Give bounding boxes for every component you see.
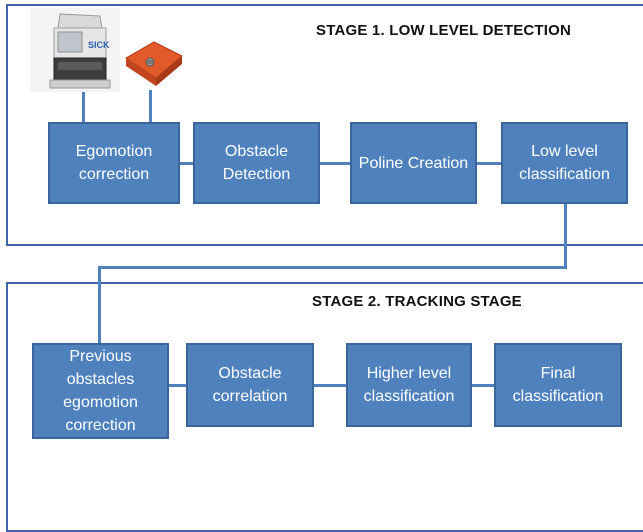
higher-level-classification-box: Higher level classification xyxy=(346,343,472,427)
low-level-classification-box: Low level classification xyxy=(501,122,628,204)
connector-stage-link-v1 xyxy=(564,204,567,268)
sick-brand-text: SICK xyxy=(88,40,110,50)
connector-s2-2-3 xyxy=(313,384,347,387)
poline-creation-box: Poline Creation xyxy=(350,122,477,204)
final-classification-box: Final classification xyxy=(494,343,622,427)
lidar-sensor-icon: SICK xyxy=(30,8,120,92)
stage1-title: STAGE 1. LOW LEVEL DETECTION xyxy=(316,22,572,39)
connector-s2-3-4 xyxy=(471,384,495,387)
connector-imu-egomotion xyxy=(149,90,152,122)
connector-stage-link-v2 xyxy=(98,266,101,344)
connector-s1-3-4 xyxy=(476,162,502,165)
lidar-sensor-image: SICK xyxy=(30,8,120,92)
obstacle-detection-box: Obstacle Detection xyxy=(193,122,320,204)
connector-s1-1-2 xyxy=(178,162,194,165)
egomotion-correction-box: Egomotion correction xyxy=(48,122,180,204)
obstacle-correlation-box: Obstacle correlation xyxy=(186,343,314,427)
connector-s1-2-3 xyxy=(319,162,351,165)
imu-sensor-image xyxy=(120,32,186,90)
previous-obstacles-egomotion-correction-box: Previous obstacles egomotion correction xyxy=(32,343,169,439)
connector-lidar-egomotion xyxy=(82,88,85,122)
connector-stage-link-h xyxy=(98,266,567,269)
imu-sensor-icon xyxy=(120,32,186,90)
connector-s2-1-2 xyxy=(167,384,187,387)
stage2-title: STAGE 2. TRACKING STAGE xyxy=(312,293,522,310)
